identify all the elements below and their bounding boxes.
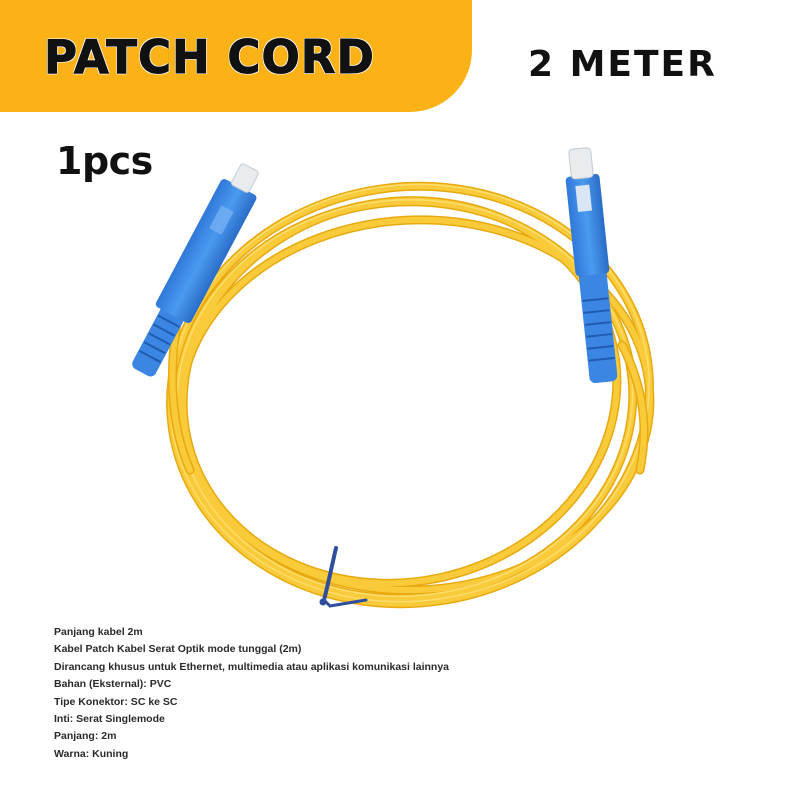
spec-line: Panjang kabel 2m (54, 626, 143, 638)
spec-line: Panjang: 2m (54, 730, 117, 743)
cable-coil (166, 181, 655, 609)
spec-line: Warna: Kuning (54, 747, 129, 760)
spec-list: Panjang kabel 2m Kabel Patch Kabel Serat… (54, 624, 449, 763)
sc-connector-right (565, 147, 618, 384)
spec-line: Kabel Patch Kabel Serat Optik mode tungg… (54, 643, 302, 656)
quantity-label: 1pcs (56, 139, 153, 183)
spec-line: Dirancang khusus untuk Ethernet, multime… (54, 660, 450, 673)
product-title: PATCH CORD (44, 30, 375, 84)
spec-line: Bahan (Eksternal): PVC (54, 678, 172, 691)
length-label: 2 METER (528, 44, 717, 85)
spec-line: Tipe Konektor: SC ke SC (54, 695, 178, 708)
spec-line: Inti: Serat Singlemode (54, 713, 165, 726)
title-banner: PATCH CORD (0, 0, 472, 112)
cable-tie (319, 546, 368, 608)
sc-connector-left (132, 163, 259, 377)
